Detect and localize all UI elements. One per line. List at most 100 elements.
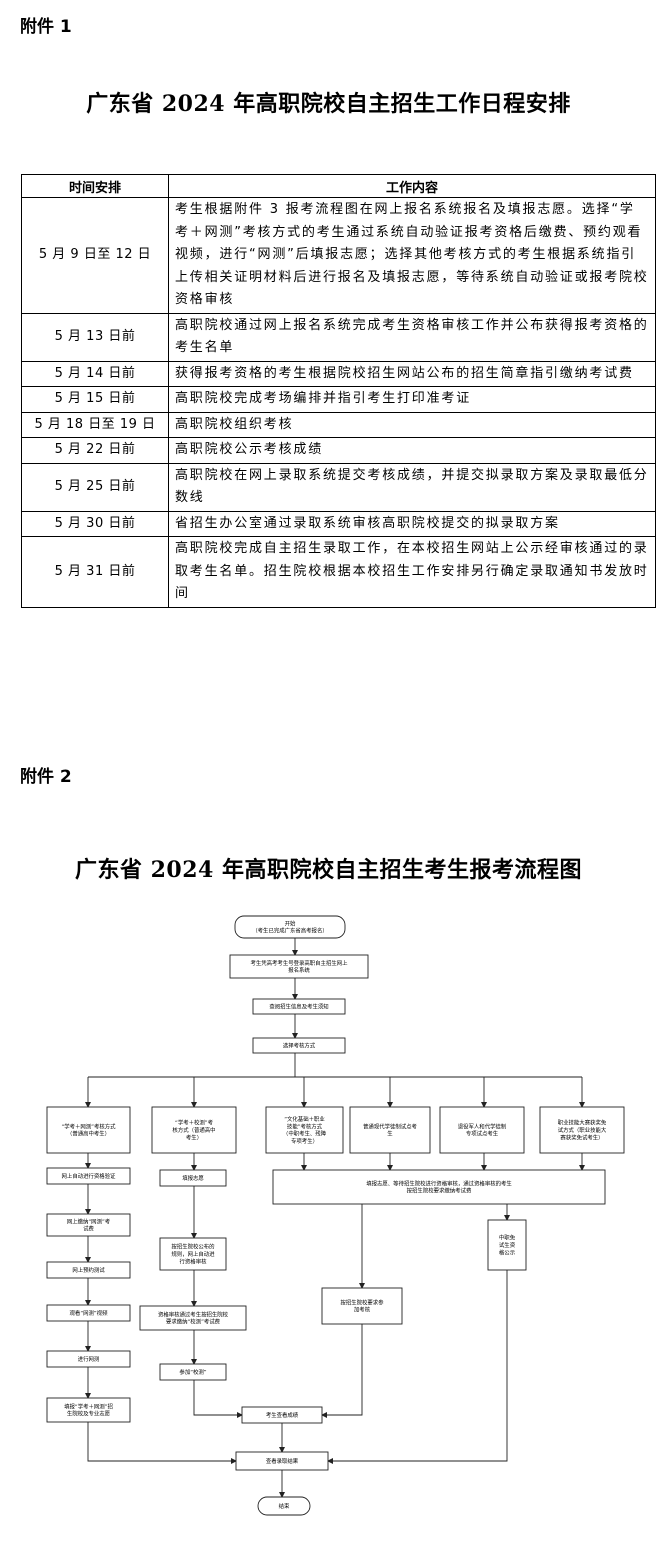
exempt-node-text: 试生资 bbox=[499, 1241, 516, 1249]
row-content: 省招生办公室通过录取系统审核高职院校提交的拟录取方案 bbox=[168, 510, 656, 537]
edge-col2-score bbox=[193, 1380, 243, 1418]
end-node-text: 结束 bbox=[279, 1502, 290, 1510]
row-time: 5 月 13 日前 bbox=[21, 312, 169, 362]
method-box-text: 技能”考核方式 bbox=[287, 1122, 323, 1130]
col1-step: 进行网测 bbox=[46, 1350, 131, 1368]
flowchart-title: 广东省 2024 年高职院校自主招生考生报考流程图 bbox=[74, 857, 583, 883]
col1-step: 网上缴纳“网测”考试费 bbox=[46, 1213, 131, 1237]
row-time: 5 月 22 日前 bbox=[21, 437, 169, 464]
col1-step-text: 网上预约测试 bbox=[72, 1266, 105, 1274]
row-time: 5 月 14 日前 bbox=[21, 360, 169, 387]
method-box-text: 赛获奖免试考生） bbox=[560, 1133, 603, 1141]
row-time: 5 月 15 日前 bbox=[21, 386, 169, 413]
check-info-node: 查阅招生信息及考生须知 bbox=[252, 998, 346, 1015]
col2-step-text: 行资格审核 bbox=[180, 1257, 208, 1265]
col2-step-text: 资格审核通过考生按招生院校 bbox=[158, 1310, 229, 1318]
edge-exempt-result bbox=[327, 1270, 508, 1464]
col1-step-text: 试费 bbox=[83, 1225, 94, 1233]
method-box-text: 试方式（职业技能大 bbox=[558, 1126, 607, 1134]
method-box-text: （普通高中考生） bbox=[67, 1130, 110, 1138]
method-box-text: 生 bbox=[387, 1130, 393, 1138]
col1-step-text: 生院校及专业志愿 bbox=[67, 1410, 111, 1418]
row-content: 考生根据附件 3 报考流程图在网上报名系统报名及填报志愿。选择“学考＋网测”考核… bbox=[168, 197, 656, 314]
table-row: 5 月 15 日前高职院校完成考场编排并指引考生打印准考证 bbox=[21, 386, 656, 413]
register-node-text: 报名系统 bbox=[288, 966, 310, 974]
col2-step: 参加“校测” bbox=[159, 1363, 227, 1381]
method-box-text: “学考＋校测”考 bbox=[175, 1119, 214, 1127]
method-box-text: “学考＋网测”考核方式 bbox=[61, 1122, 116, 1130]
register-node-text: 考生凭高考考生号登录高职自主招生网上 bbox=[250, 959, 348, 967]
choose-method-node: 选择考核方式 bbox=[252, 1037, 346, 1054]
attachment-1-label: 附件 1 bbox=[20, 17, 72, 37]
method-box-text: “文化基础＋职业 bbox=[284, 1115, 325, 1123]
method-box-text: 普通现代学徒制试点考 bbox=[363, 1122, 418, 1130]
attachment-2-label: 附件 2 bbox=[20, 767, 72, 787]
start-node: 开始（考生已完成广东省高考报名） bbox=[234, 915, 346, 939]
row-content: 高职院校公示考核成绩 bbox=[168, 437, 656, 464]
row-content: 高职院校完成自主招生录取工作，在本校招生网站上公示经审核通过的录取考生名单。招生… bbox=[168, 536, 656, 608]
method-box-text: 退役军人和代学徒制 bbox=[458, 1122, 507, 1130]
schedule-title: 广东省 2024 年高职院校自主招生工作日程安排 bbox=[86, 91, 571, 117]
method-box-text: 专项试点考生 bbox=[466, 1130, 499, 1138]
row-content: 高职院校组织考核 bbox=[168, 411, 656, 438]
col1-step: 网上预约测试 bbox=[46, 1261, 131, 1279]
table-row: 5 月 22 日前高职院校公示考核成绩 bbox=[21, 437, 656, 464]
exempt-node-text: 格公示 bbox=[499, 1248, 516, 1256]
table-row: 5 月 18 日至 19 日高职院校组织考核 bbox=[21, 411, 656, 438]
table-row: 5 月 30 日前省招生办公室通过录取系统审核高职院校提交的拟录取方案 bbox=[21, 510, 656, 537]
col1-step-text: 进行网测 bbox=[78, 1355, 100, 1363]
method-box: “学考＋网测”考核方式（普通高中考生） bbox=[46, 1106, 131, 1154]
col2-step-text: 按招生院校公布的 bbox=[171, 1243, 214, 1251]
method-box: “学考＋校测”考核方式（普通高中考生） bbox=[151, 1106, 237, 1154]
check-info-node-text: 查阅招生信息及考生须知 bbox=[269, 1003, 328, 1011]
row-time: 5 月 25 日前 bbox=[21, 462, 169, 512]
table-row: 5 月 25 日前高职院校在网上录取系统提交考核成绩，并提交拟录取方案及录取最低… bbox=[21, 462, 656, 512]
row-time: 5 月 9 日至 12 日 bbox=[21, 197, 169, 314]
merged-step-text: 填报志愿、等待招生院校进行资格审核，通过资格审核的考生 bbox=[366, 1179, 512, 1187]
header-content: 工作内容 bbox=[168, 174, 656, 198]
row-content: 获得报考资格的考生根据院校招生网站公布的招生简章指引缴纳考试费 bbox=[168, 360, 656, 387]
row-content: 高职院校在网上录取系统提交考核成绩，并提交拟录取方案及录取最低分数线 bbox=[168, 462, 656, 512]
table-row: 5 月 9 日至 12 日考生根据附件 3 报考流程图在网上报名系统报名及填报志… bbox=[21, 197, 656, 314]
method-box-text: 考生） bbox=[186, 1133, 202, 1141]
merged-step-text: 按招生院校要求缴纳考试费 bbox=[407, 1187, 472, 1195]
method-box-text: （中职考生、残障 bbox=[283, 1130, 327, 1138]
row-time: 5 月 30 日前 bbox=[21, 510, 169, 537]
col2-step: 填报志愿 bbox=[159, 1169, 227, 1187]
table-header-row: 时间安排 工作内容 bbox=[21, 174, 656, 198]
col2-step-text: 填报志愿 bbox=[182, 1174, 204, 1182]
row-time: 5 月 31 日前 bbox=[21, 536, 169, 608]
end-node: 结束 bbox=[257, 1496, 311, 1516]
col1-step-text: 填报“学考＋网测”招 bbox=[64, 1402, 113, 1410]
col1-step-text: 网上缴纳“网测”考 bbox=[67, 1217, 111, 1225]
col2-step-text: 参加“校测” bbox=[179, 1368, 206, 1376]
edge-col1-result bbox=[87, 1422, 237, 1464]
exempt-node-text: 中职免 bbox=[499, 1234, 516, 1242]
check-result-node-text: 查看录取结果 bbox=[266, 1457, 299, 1465]
col1-step: 观看“网测”视频 bbox=[46, 1304, 131, 1322]
col2-step-text: 要求缴纳“校测”考试费 bbox=[166, 1318, 221, 1326]
row-time: 5 月 18 日至 19 日 bbox=[21, 411, 169, 438]
take-exam-node-text: 加考核 bbox=[354, 1306, 371, 1314]
choose-method-node-text: 选择考核方式 bbox=[283, 1042, 316, 1050]
take-exam-node-text: 按招生院校要求参 bbox=[340, 1298, 384, 1306]
start-node-text: 开始 bbox=[285, 919, 296, 927]
table-row: 5 月 13 日前高职院校通过网上报名系统完成考生资格审核工作并公布获得报考资格… bbox=[21, 312, 656, 362]
header-time: 时间安排 bbox=[21, 174, 169, 198]
method-box-text: 职业技能大赛获奖免 bbox=[558, 1119, 607, 1127]
row-content: 高职院校完成考场编排并指引考生打印准考证 bbox=[168, 386, 656, 413]
col1-step: 网上自动进行资格验证 bbox=[46, 1167, 131, 1185]
schedule-table: 时间安排 工作内容 5 月 9 日至 12 日考生根据附件 3 报考流程图在网上… bbox=[21, 174, 656, 608]
check-result-node: 查看录取结果 bbox=[235, 1451, 329, 1471]
col1-step-text: 观看“网测”视频 bbox=[70, 1309, 109, 1317]
table-row: 5 月 31 日前高职院校完成自主招生录取工作，在本校招生网站上公示经审核通过的… bbox=[21, 536, 656, 608]
